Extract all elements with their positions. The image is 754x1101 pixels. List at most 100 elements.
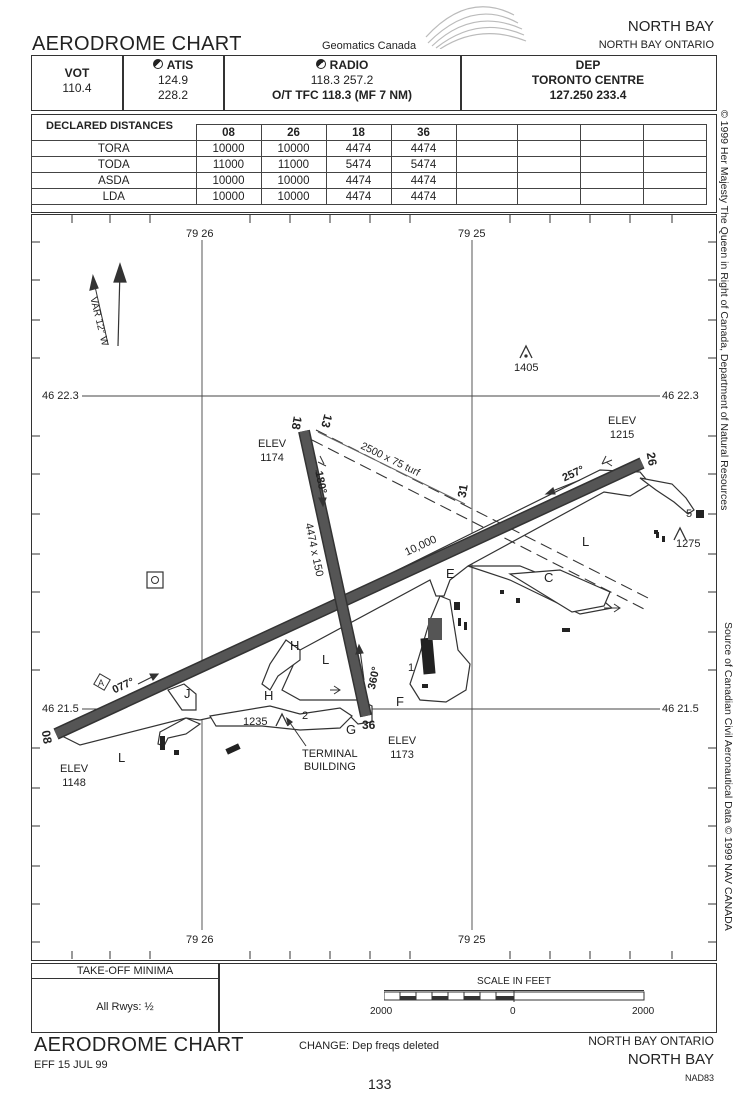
departure-frequencies: 127.250 233.4 bbox=[549, 88, 627, 102]
heading-arrows bbox=[137, 469, 581, 685]
hangar-building bbox=[428, 618, 442, 640]
page-number: 133 bbox=[368, 1076, 392, 1092]
elevation-value: 1215 bbox=[609, 429, 635, 441]
apron-1: 1 bbox=[408, 662, 415, 674]
small-building bbox=[454, 602, 460, 610]
longitude-label-bottom-right: 79 25 bbox=[458, 934, 486, 946]
runway-36-label: 36 bbox=[362, 718, 376, 732]
table-header-row: 08 26 18 36 bbox=[32, 124, 707, 141]
obstacle-icon bbox=[673, 526, 687, 541]
runway-18-36-surface bbox=[299, 430, 371, 717]
scale-zero: 0 bbox=[510, 1006, 516, 1017]
obstacle-elevation-1275: 1275 bbox=[676, 538, 701, 550]
terminal-label-line: TERMINAL bbox=[302, 748, 358, 760]
table-cell: 10000 bbox=[260, 172, 327, 189]
effective-date: EFF 15 JUL 99 bbox=[34, 1059, 108, 1071]
scale-bar bbox=[384, 990, 645, 1002]
receive-icon bbox=[315, 59, 326, 69]
table-row: LDA 10000 10000 4474 4474 bbox=[31, 188, 707, 205]
latitude-label-left: 46 21.5 bbox=[42, 703, 79, 715]
taxiway-e: E bbox=[446, 566, 455, 581]
runway-08-26-surface bbox=[54, 458, 644, 739]
elevation-1215: ELEV 1215 bbox=[608, 414, 636, 442]
compass-marker-icon: A bbox=[93, 673, 111, 691]
turf-strip-threshold bbox=[317, 431, 466, 505]
terminal-pointer-icon bbox=[286, 717, 307, 747]
copyright-note: © 1999 Her Majesty The Queen in Right of… bbox=[718, 110, 730, 511]
taxiway-g: G bbox=[346, 722, 357, 737]
footer-location: NORTH BAY ONTARIO bbox=[588, 1034, 714, 1048]
departure-cell: DEP TORONTO CENTRE 127.250 233.4 bbox=[462, 58, 714, 103]
latitude-label-right: 46 22.3 bbox=[662, 390, 699, 402]
elevation-value: 1173 bbox=[390, 749, 414, 761]
small-building bbox=[225, 743, 241, 755]
small-building bbox=[516, 598, 520, 603]
hangar-building bbox=[420, 637, 436, 675]
atis-frequency-1: 124.9 bbox=[157, 73, 189, 87]
atis-frequency-2: 228.2 bbox=[157, 88, 189, 102]
longitude-label-bottom-left: 79 26 bbox=[186, 934, 214, 946]
arrow-icons bbox=[317, 455, 621, 695]
footer-airport: NORTH BAY bbox=[627, 1051, 714, 1068]
obstacle-elevation-1405: 1405 bbox=[514, 362, 539, 374]
stamp-watermark bbox=[418, 3, 528, 50]
divider bbox=[122, 55, 124, 111]
row-label: LDA bbox=[31, 188, 197, 205]
map-frame bbox=[31, 214, 717, 961]
row-label: TODA bbox=[31, 156, 197, 173]
footer-chart-title: AERODROME CHART bbox=[34, 1034, 244, 1056]
elevation-label: ELEV bbox=[388, 735, 417, 747]
scale-title: SCALE IN FEET bbox=[477, 976, 551, 987]
table-cell: 10000 bbox=[260, 188, 327, 205]
elevation-label: ELEV bbox=[608, 415, 637, 427]
small-building bbox=[696, 510, 704, 518]
minima-scale-box bbox=[31, 963, 717, 1033]
table-cell: 10000 bbox=[195, 172, 262, 189]
divider bbox=[223, 55, 225, 111]
table-cell: 10000 bbox=[195, 188, 262, 205]
buildings bbox=[160, 510, 704, 755]
declared-distances-title: DECLARED DISTANCES bbox=[46, 120, 173, 132]
taxiway-l: L bbox=[322, 652, 330, 667]
runway-26-label: 26 bbox=[643, 451, 660, 467]
small-building bbox=[160, 736, 165, 750]
scale-left: 2000 bbox=[370, 1006, 393, 1017]
svg-text:A: A bbox=[98, 678, 104, 688]
takeoff-minima-title: TAKE-OFF MINIMA bbox=[76, 965, 174, 977]
elevation-1148: ELEV 1148 bbox=[60, 762, 88, 790]
small-building bbox=[422, 684, 428, 688]
datum: NAD83 bbox=[684, 1073, 714, 1083]
latitude-label-right: 46 21.5 bbox=[662, 703, 699, 715]
north-arrow-icon bbox=[89, 262, 127, 347]
divider bbox=[218, 963, 220, 1033]
airport-name: NORTH BAY bbox=[627, 18, 714, 35]
radio-frequencies: 118.3 257.2 bbox=[310, 73, 374, 87]
scale-title-box: SCALE IN FEET bbox=[384, 976, 644, 991]
publisher: Geomatics Canada bbox=[322, 40, 417, 52]
departure-unit: TORONTO CENTRE bbox=[531, 73, 645, 87]
lighting-markers bbox=[458, 532, 665, 630]
receive-icon bbox=[152, 59, 163, 69]
elevation-label: ELEV bbox=[258, 438, 287, 450]
apron-2: 2 bbox=[302, 710, 309, 722]
turf-strip-13-31 bbox=[311, 429, 653, 611]
scale-right: 2000 bbox=[632, 1006, 655, 1017]
taxiways bbox=[60, 469, 695, 747]
table-cell: 4474 bbox=[390, 172, 457, 189]
atis-cell: ATIS 124.9 228.2 bbox=[124, 58, 222, 103]
taxiway-f: F bbox=[396, 694, 404, 709]
apron-5: 5 bbox=[686, 508, 693, 520]
taxiway-h: H bbox=[290, 638, 300, 653]
chart-title: AERODROME CHART bbox=[32, 33, 242, 55]
small-building bbox=[562, 628, 570, 632]
elevation-1235: 1235 bbox=[243, 716, 268, 728]
radio-cell: RADIO 118.3 257.2 O/T TFC 118.3 (MF 7 NM… bbox=[225, 58, 459, 103]
small-building bbox=[500, 590, 504, 594]
terminal-building-label: TERMINAL BUILDING bbox=[302, 748, 358, 774]
elevation-value: 1174 bbox=[260, 452, 284, 464]
taxiway-c: C bbox=[544, 570, 554, 585]
elevation-1174: ELEV 1174 bbox=[258, 437, 286, 465]
elevation-value: 1148 bbox=[62, 777, 86, 789]
vot-label: VOT bbox=[64, 66, 90, 80]
change-note: CHANGE: Dep freqs deleted bbox=[299, 1040, 440, 1052]
